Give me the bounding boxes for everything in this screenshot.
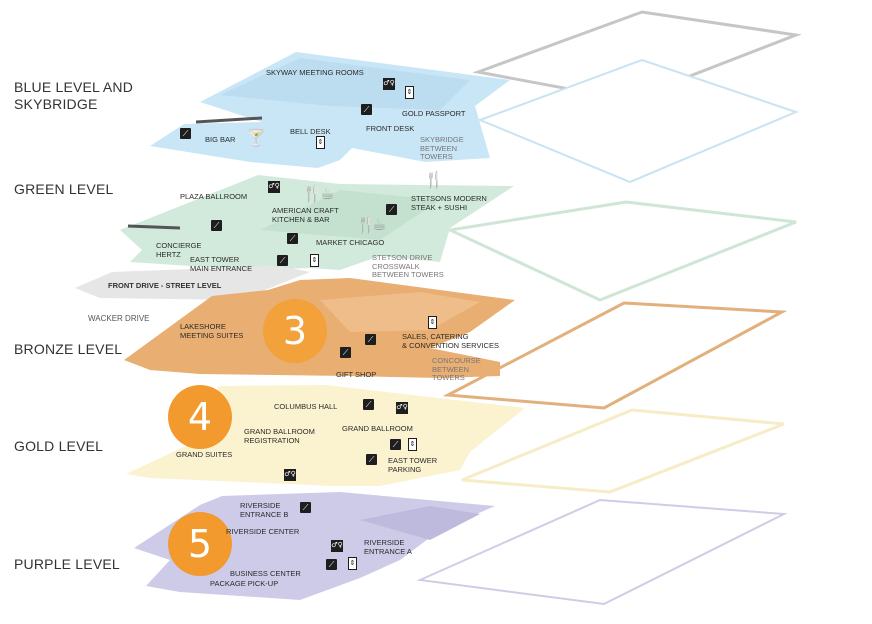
place-sales-catering: SALES, CATERING & CONVENTION SERVICES — [402, 332, 499, 350]
escalator-icon: ⟋ — [277, 255, 288, 266]
place-skyway-meeting-rooms: SKYWAY MEETING ROOMS — [266, 68, 364, 77]
place-concierge: CONCIERGE HERTZ — [156, 241, 202, 259]
bar-icon: 🍸 — [246, 128, 266, 147]
place-riverside-entrance-b: RIVERSIDE ENTRANCE B — [240, 501, 289, 519]
level-label-purple: PURPLE LEVEL — [14, 556, 120, 572]
level-label-bronze: BRONZE LEVEL — [14, 341, 123, 357]
escalator-icon: ⟋ — [366, 454, 377, 465]
place-concourse: CONCOURSE BETWEEN TOWERS — [432, 356, 481, 382]
elevator-icon: ⇕ — [428, 316, 437, 329]
dining-icon: 🍴 — [424, 170, 444, 189]
escalator-icon: ⟋ — [340, 347, 351, 358]
place-gift-shop: GIFT SHOP — [336, 370, 377, 379]
escalator-icon: ⟋ — [361, 104, 372, 115]
place-plaza-ballroom: PLAZA BALLROOM — [180, 192, 248, 201]
escalator-icon: ⟋ — [180, 128, 191, 139]
east-tower-green-outline — [444, 200, 797, 302]
place-riverside-center: RIVERSIDE CENTER — [226, 527, 300, 536]
place-skybridge: SKYBRIDGE BETWEEN TOWERS — [420, 135, 464, 161]
place-grand-suites: GRAND SUITES — [176, 450, 233, 459]
green-level-inner — [260, 190, 440, 240]
green-level-divider — [127, 224, 181, 230]
place-grand-ballroom: GRAND BALLROOM — [342, 424, 413, 433]
restroom-icon: ♂♀ — [268, 181, 280, 193]
purple-level-inner — [360, 506, 480, 540]
escalator-icon: ⟋ — [287, 233, 298, 244]
escalator-icon: ⟋ — [386, 204, 397, 215]
east-tower-bronze-outline — [442, 301, 788, 410]
blue-level-divider — [195, 116, 263, 124]
level-label-green: GREEN LEVEL — [14, 181, 114, 197]
escalator-icon: ⟋ — [363, 399, 374, 410]
escalator-icon: ⟋ — [326, 559, 337, 570]
restroom-icon: ♂♀ — [284, 469, 296, 481]
level-label-gold: GOLD LEVEL — [14, 438, 104, 454]
street-level-floor — [75, 266, 310, 300]
restroom-icon: ♂♀ — [331, 540, 343, 552]
place-wacker-drive: WACKER DRIVE — [88, 314, 150, 323]
elevator-icon: ⇕ — [316, 136, 325, 149]
escalator-icon: ⟋ — [300, 502, 311, 513]
place-front-desk: FRONT DESK — [366, 124, 415, 133]
place-american-craft: AMERICAN CRAFT KITCHEN & BAR — [272, 206, 339, 224]
dining-icon: 🍴 — [302, 184, 322, 203]
east-tower-purple-outline — [416, 498, 788, 606]
place-columbus-hall: COLUMBUS HALL — [274, 402, 338, 411]
elevator-icon: ⇕ — [408, 438, 417, 451]
coffee-icon: ☕ — [372, 215, 387, 234]
elevator-icon: ⇕ — [310, 254, 319, 267]
restroom-icon: ♂♀ — [396, 402, 408, 414]
place-bell-desk: BELL DESK — [290, 127, 331, 136]
place-grand-ballroom-registration: GRAND BALLROOM REGISTRATION — [244, 427, 315, 445]
dining-icon: 🍴 — [356, 215, 376, 234]
bronze-level-inner — [320, 292, 480, 332]
place-riverside-entrance-a: RIVERSIDE ENTRANCE A — [364, 538, 412, 556]
level-badge-4: 4 — [168, 385, 232, 449]
place-big-bar: BIG BAR — [205, 135, 236, 144]
restroom-icon: ♂♀ — [383, 78, 395, 90]
place-stetsons: STETSONS MODERN STEAK + SUSHI — [411, 194, 487, 212]
coffee-icon: ☕ — [320, 184, 335, 203]
level-label-blue: BLUE LEVEL AND SKYBRIDGE — [14, 79, 134, 112]
place-business-center: BUSINESS CENTER — [230, 569, 301, 578]
escalator-icon: ⟋ — [390, 439, 401, 450]
place-east-tower-main-entrance: EAST TOWER MAIN ENTRANCE — [190, 255, 253, 273]
place-front-drive: FRONT DRIVE - STREET LEVEL — [108, 281, 222, 290]
escalator-icon: ⟋ — [211, 220, 222, 231]
elevator-icon: ⇕ — [348, 557, 357, 570]
level-badge-5: 5 — [168, 512, 232, 576]
escalator-icon: ⟋ — [365, 334, 376, 345]
elevator-icon: ⇕ — [405, 86, 414, 99]
place-market-chicago: MARKET CHICAGO — [316, 238, 385, 247]
place-gold-passport: GOLD PASSPORT — [402, 109, 466, 118]
place-stetson-drive: STETSON DRIVE CROSSWALK BETWEEN TOWERS — [372, 253, 444, 279]
place-package-pickup: PACKAGE PICK-UP — [210, 579, 279, 588]
east-tower-blue2-outline — [477, 58, 799, 184]
east-tower-gold-outline — [461, 408, 785, 494]
place-east-tower-parking: EAST TOWER PARKING — [388, 456, 438, 474]
level-badge-3: 3 — [263, 299, 327, 363]
place-lakeshore: LAKESHORE MEETING SUITES — [180, 322, 244, 340]
